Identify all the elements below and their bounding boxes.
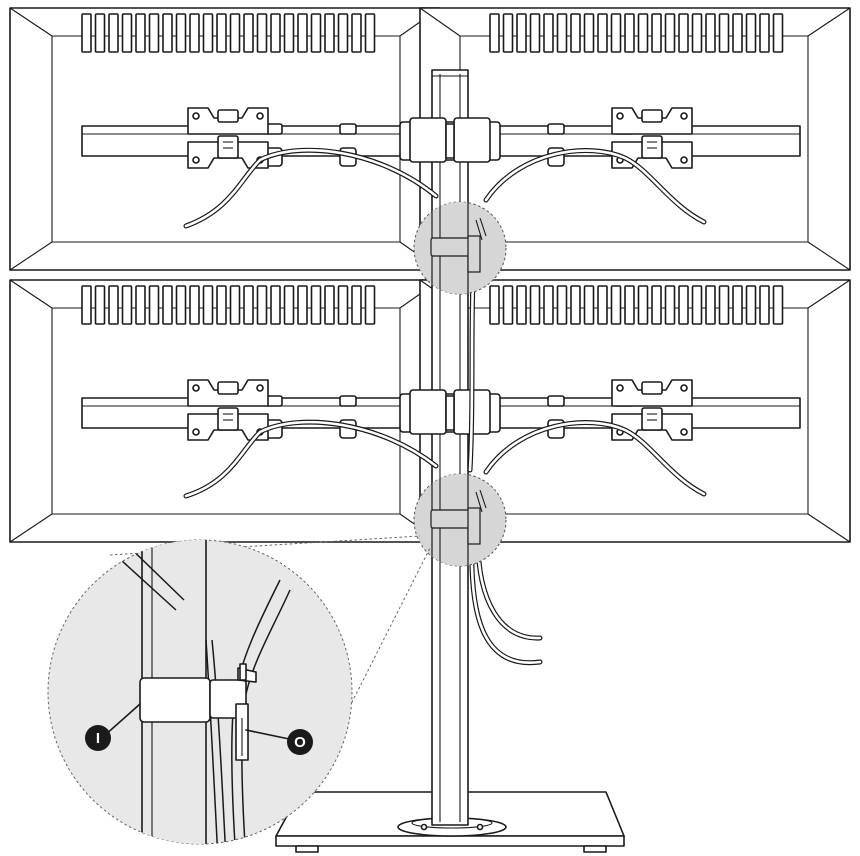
detail-magnifier: I O xyxy=(47,535,431,845)
velcro-strap xyxy=(139,677,211,723)
callout-o-label: O xyxy=(294,734,306,751)
vertical-pole xyxy=(431,69,469,826)
lower-cable-clip-highlight xyxy=(413,473,507,567)
callout-i-label: I xyxy=(96,730,100,747)
callout-i-marker: I xyxy=(85,725,111,751)
cables xyxy=(183,147,707,666)
callout-o-marker: O xyxy=(287,729,313,755)
upper-cable-clip-highlight xyxy=(413,201,507,295)
